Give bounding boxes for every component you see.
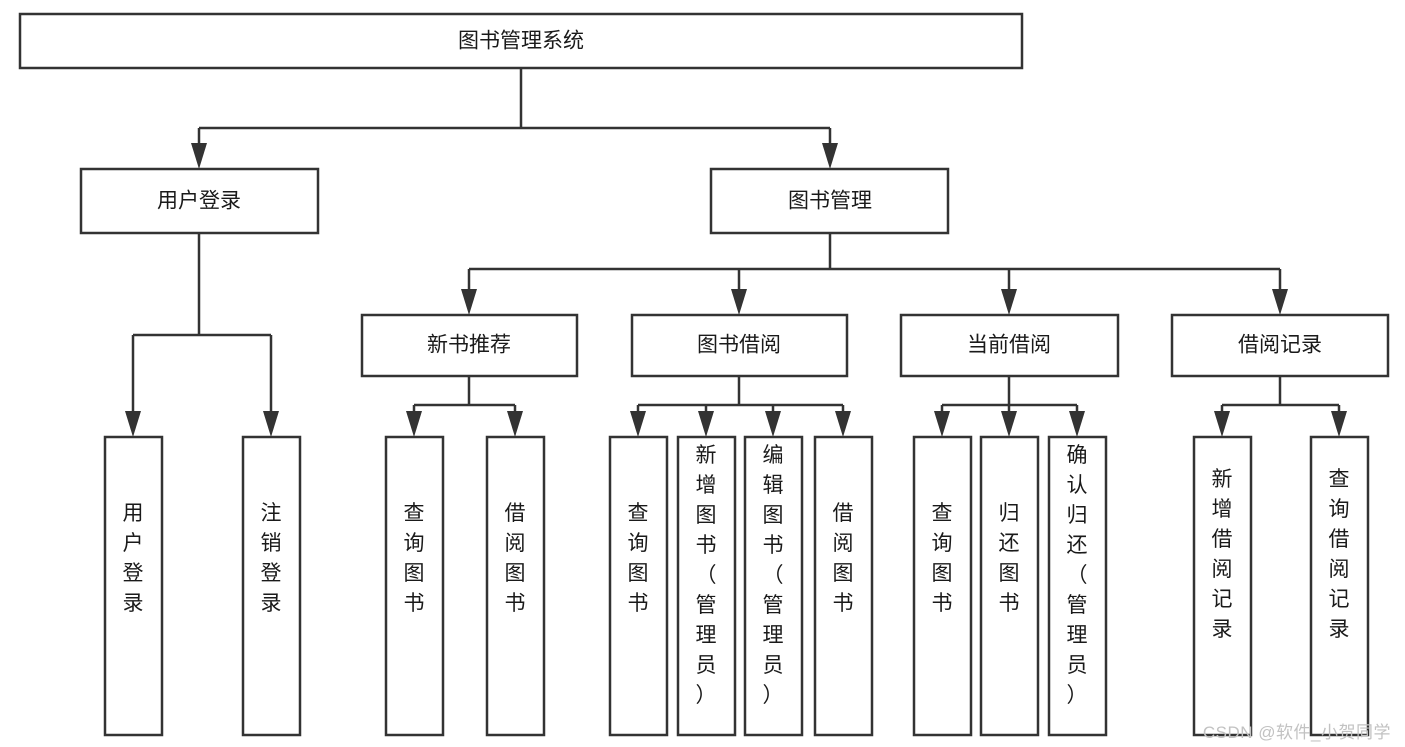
connector-layer	[125, 68, 1347, 437]
arrow-borrow	[731, 289, 747, 315]
node-label: 查询借阅记录	[1329, 468, 1350, 641]
node-leaf2[interactable]: 注销登录	[241, 435, 302, 737]
arrow-leaf3	[406, 411, 422, 437]
node-label: 注销登录	[261, 502, 282, 615]
node-leaf11[interactable]: 确认归还（管理员）	[1047, 435, 1108, 737]
arrow-leaf1	[125, 411, 141, 437]
node-label: 借阅记录	[1238, 334, 1322, 357]
node-box[interactable]	[979, 435, 1040, 737]
node-label: 借阅图书	[505, 502, 526, 615]
node-label: 图书管理	[788, 190, 872, 213]
arrow-leaf10	[1001, 411, 1017, 437]
node-bookmgmt[interactable]: 图书管理	[709, 167, 950, 235]
node-leaf12[interactable]: 新增借阅记录	[1192, 435, 1253, 737]
arrow-leaf6	[698, 411, 714, 437]
arrow-leaf8	[835, 411, 851, 437]
node-box[interactable]	[630, 313, 849, 378]
node-login[interactable]: 用户登录	[79, 167, 320, 235]
arrow-leaf9	[934, 411, 950, 437]
arrow-records	[1272, 289, 1288, 315]
node-box[interactable]	[899, 313, 1120, 378]
node-leaf9[interactable]: 查询图书	[912, 435, 973, 737]
node-box[interactable]	[676, 435, 737, 737]
arrow-current	[1001, 289, 1017, 315]
node-label: 新增借阅记录	[1212, 468, 1233, 641]
node-leaf5[interactable]: 查询图书	[608, 435, 669, 737]
node-label: 借阅图书	[833, 502, 854, 615]
arrow-leaf13	[1331, 411, 1347, 437]
node-newbook[interactable]: 新书推荐	[360, 313, 579, 378]
arrow-bookmgmt	[822, 143, 838, 169]
node-leaf3[interactable]: 查询图书	[384, 435, 445, 737]
node-label: 用户登录	[157, 190, 241, 213]
node-leaf1[interactable]: 用户登录	[103, 435, 164, 737]
node-label: 确认归还（管理员）	[1067, 444, 1088, 707]
node-box[interactable]	[79, 167, 320, 235]
arrow-leaf4	[507, 411, 523, 437]
node-label: 当前借阅	[967, 334, 1051, 357]
node-box[interactable]	[241, 435, 302, 737]
node-box[interactable]	[912, 435, 973, 737]
arrow-login	[191, 143, 207, 169]
arrow-leaf7	[765, 411, 781, 437]
node-box[interactable]	[1170, 313, 1390, 378]
arrow-leaf2	[263, 411, 279, 437]
node-leaf10[interactable]: 归还图书	[979, 435, 1040, 737]
node-label: 用户登录	[123, 502, 144, 615]
node-leaf6[interactable]: 新增图书（管理员）	[676, 435, 737, 737]
node-root[interactable]: 图书管理系统	[18, 12, 1024, 70]
csdn-watermark: CSDN @软件_小贺同学	[1202, 723, 1391, 742]
node-leaf7[interactable]: 编辑图书（管理员）	[743, 435, 804, 737]
node-borrow[interactable]: 图书借阅	[630, 313, 849, 378]
node-box[interactable]	[18, 12, 1024, 70]
node-label: 查询图书	[404, 502, 425, 615]
node-box[interactable]	[103, 435, 164, 737]
node-box[interactable]	[1192, 435, 1253, 737]
node-leaf13[interactable]: 查询借阅记录	[1309, 435, 1370, 737]
node-box[interactable]	[485, 435, 546, 737]
node-records[interactable]: 借阅记录	[1170, 313, 1390, 378]
node-label: 查询图书	[932, 502, 953, 615]
node-label: 图书借阅	[697, 334, 781, 357]
node-box[interactable]	[360, 313, 579, 378]
node-label: 新书推荐	[427, 334, 511, 357]
node-box[interactable]	[743, 435, 804, 737]
node-label: 归还图书	[999, 502, 1020, 615]
node-box[interactable]	[1047, 435, 1108, 737]
node-label: 图书管理系统	[458, 30, 584, 53]
arrow-leaf5	[630, 411, 646, 437]
node-label: 新增图书（管理员）	[696, 444, 717, 707]
arrow-leaf11	[1069, 411, 1085, 437]
node-box[interactable]	[1309, 435, 1370, 737]
node-box[interactable]	[384, 435, 445, 737]
arrow-leaf12	[1214, 411, 1230, 437]
node-leaf4[interactable]: 借阅图书	[485, 435, 546, 737]
node-current[interactable]: 当前借阅	[899, 313, 1120, 378]
node-label: 编辑图书（管理员）	[763, 444, 784, 707]
node-box[interactable]	[709, 167, 950, 235]
node-leaf8[interactable]: 借阅图书	[813, 435, 874, 737]
arrow-newbook	[461, 289, 477, 315]
node-label: 查询图书	[628, 502, 649, 615]
node-box[interactable]	[608, 435, 669, 737]
node-box[interactable]	[813, 435, 874, 737]
